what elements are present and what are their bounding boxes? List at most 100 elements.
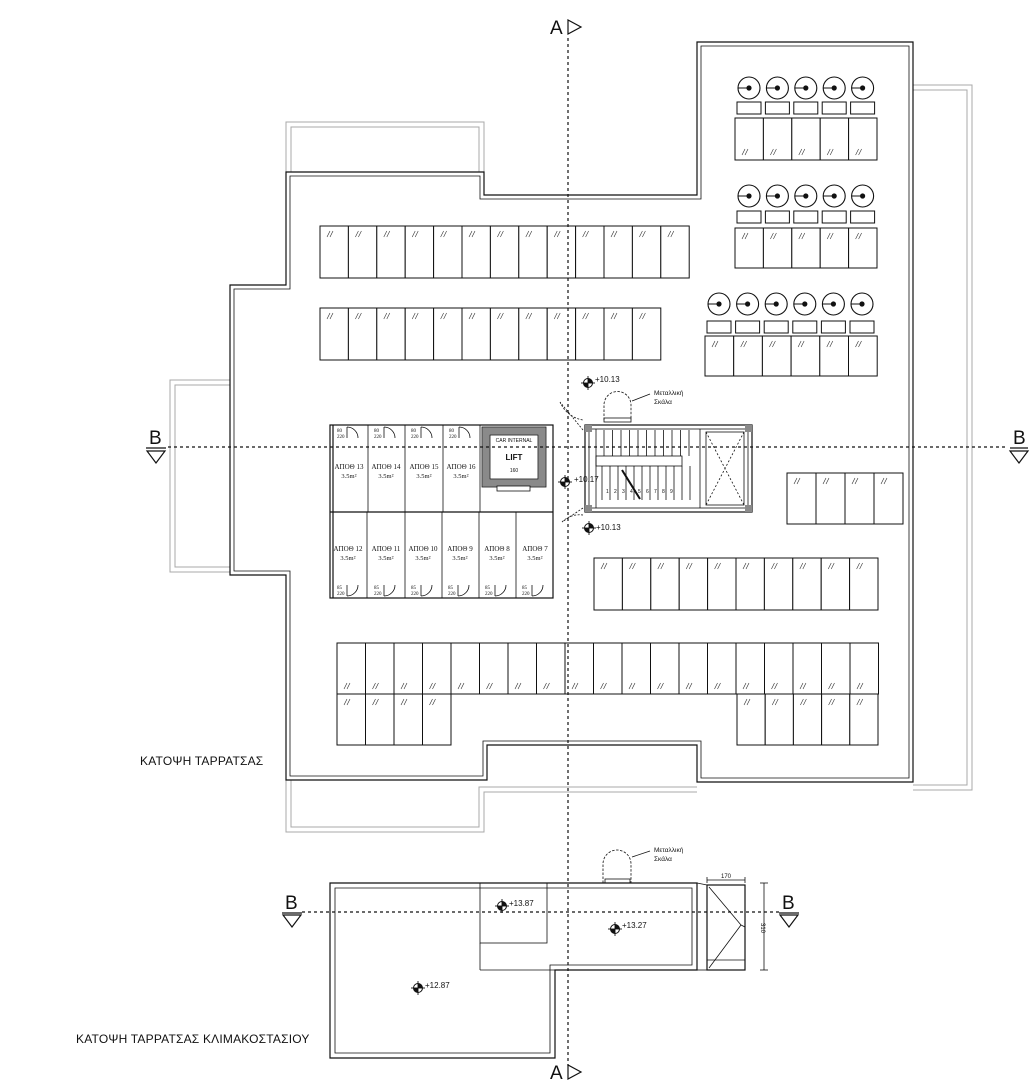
panel-hatch [375, 698, 379, 706]
panel-hatch [830, 562, 835, 570]
panel-hatch [556, 230, 561, 238]
door-height: 220 [411, 435, 419, 440]
level-stair-roof-upper: +13.87 [509, 899, 534, 908]
tank-outlet [831, 85, 837, 91]
panel-hatch [358, 230, 362, 238]
level-stair-roof-lower: +12.87 [425, 981, 450, 990]
solar-panel [707, 557, 737, 611]
solar-panel [873, 472, 904, 525]
solar-panel [764, 693, 794, 746]
panel-hatch [685, 562, 690, 570]
panel-hatch [600, 562, 605, 570]
panel-hatch [440, 312, 444, 320]
panel-hatch [429, 698, 433, 706]
solar-panel [336, 642, 366, 695]
panel-hatch [797, 340, 802, 348]
panel-hatch [500, 312, 504, 320]
panel-hatch [801, 232, 806, 240]
panel-hatch [774, 682, 778, 690]
solar-panel [536, 642, 566, 695]
solar-panel [621, 557, 652, 611]
water-tank [764, 184, 790, 224]
solar-panel [546, 307, 577, 361]
stair-core [559, 401, 753, 523]
solar-panel [761, 335, 792, 377]
solar-panel [603, 307, 633, 361]
storage-unit: ΑΠΟΘ 11 3.5m² 85 220 [372, 545, 401, 597]
panel-hatch [553, 230, 558, 238]
door-height: 220 [522, 592, 530, 597]
tank-base [792, 320, 818, 334]
unit-label: ΑΠΟΘ 8 [484, 545, 510, 553]
panel-hatch [642, 312, 646, 320]
solar-panel [815, 472, 846, 525]
unit-label: ΑΠΟΘ 10 [409, 545, 438, 553]
solar-panel [376, 225, 406, 279]
solar-panel [575, 307, 605, 361]
panel-hatch [800, 698, 804, 706]
door-height: 220 [337, 592, 345, 597]
arrow-right-icon [567, 1063, 583, 1080]
water-tank [736, 76, 762, 115]
solar-panel [821, 693, 851, 746]
panel-hatch [744, 232, 749, 240]
panel-hatch [546, 682, 550, 690]
panel-hatch [372, 698, 376, 706]
marker-letter: B [149, 428, 162, 449]
solar-panel [734, 117, 764, 161]
unit-label: ΑΠΟΘ 7 [522, 545, 548, 553]
unit-area: 3.5m² [453, 473, 468, 480]
panel-hatch [610, 230, 615, 238]
lift-dimension: 160 [510, 468, 519, 474]
level-stair-roof-main: +13.27 [622, 921, 647, 930]
solar-panel [848, 117, 878, 161]
roof-parapet [229, 41, 914, 783]
panel-hatch [685, 682, 690, 690]
solar-panel [319, 225, 349, 279]
solar-panel [564, 642, 594, 695]
tank-base [706, 320, 732, 334]
solar-panel [735, 557, 765, 611]
panel-hatch [460, 682, 465, 690]
solar-panel [819, 117, 850, 161]
door-width: 80 [374, 429, 380, 434]
storage-block [329, 424, 554, 599]
panel-hatch [500, 230, 504, 238]
water-tank [706, 292, 732, 334]
panel-hatch [400, 698, 405, 706]
section-marker-a-top: A [550, 18, 583, 39]
solar-panel [404, 225, 435, 279]
arrow-down-icon [1008, 450, 1030, 464]
panel-hatch [471, 312, 476, 320]
solar-panel [461, 307, 491, 361]
panel-hatch [660, 682, 664, 690]
panel-hatch [746, 698, 751, 706]
tank-base [850, 210, 876, 224]
level-symbols [411, 376, 622, 995]
solar-panel [319, 307, 349, 361]
tank-base [763, 320, 789, 334]
water-heater-array [706, 76, 876, 334]
section-marker-b-left: B [145, 428, 167, 464]
panel-hatch [883, 477, 888, 485]
panel-hatch [629, 562, 633, 570]
panel-hatch [800, 340, 805, 348]
step-number: 7 [654, 489, 657, 495]
solar-panel [762, 117, 793, 161]
section-marker-b-right: B [1008, 428, 1030, 464]
solar-panel [489, 225, 520, 279]
solar-panel [704, 335, 735, 377]
lift-label: LIFT [506, 453, 523, 462]
tank-base [764, 101, 790, 115]
marker-letter: A [550, 1063, 563, 1080]
solar-panel [763, 557, 794, 611]
panel-hatch [801, 148, 806, 156]
solar-panel [347, 225, 378, 279]
solar-panel [762, 227, 793, 269]
panel-hatch [386, 312, 391, 320]
water-tank [821, 76, 847, 115]
solar-panel [791, 117, 821, 161]
door-width: 80 [337, 429, 343, 434]
panel-hatch [745, 562, 750, 570]
